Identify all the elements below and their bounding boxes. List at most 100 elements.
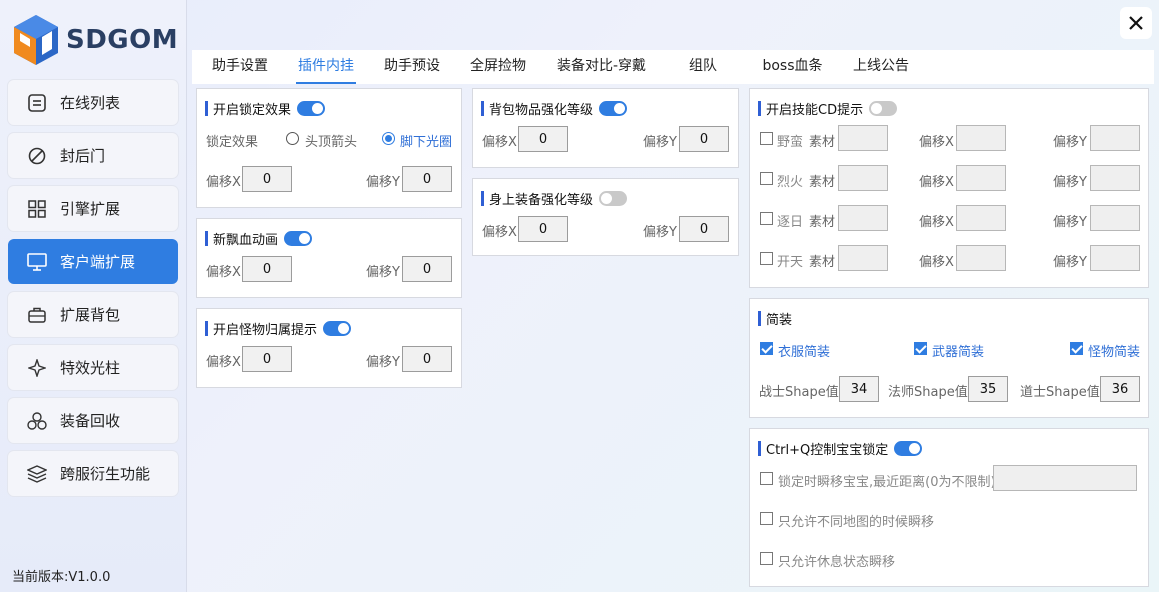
radio-head-arrow[interactable] xyxy=(286,132,299,145)
tab-screen-pickup[interactable]: 全屏捡物 xyxy=(470,58,526,74)
offset-y-input[interactable] xyxy=(1090,245,1140,271)
skill-cd-panel: 开启技能CD提示 野蛮 素材 偏移X 偏移Y 烈火 素材 偏移X 偏移Y 逐日 … xyxy=(749,88,1149,288)
offset-y-input[interactable] xyxy=(1090,125,1140,151)
offset-y-label: 偏移Y xyxy=(366,265,400,280)
offset-y-label: 偏移Y xyxy=(1053,175,1087,190)
offset-y-label: 偏移Y xyxy=(643,135,677,150)
offset-y-label: 偏移Y xyxy=(643,225,677,240)
mage-shape-input[interactable]: 35 xyxy=(968,376,1008,402)
sidebar-item-equip-recycle[interactable]: 装备回收 xyxy=(8,398,178,443)
offset-x-input[interactable]: 0 xyxy=(518,216,568,242)
bag-enhance-panel: 背包物品强化等级 偏移X 0 偏移Y 0 xyxy=(472,88,739,168)
offset-y-input[interactable]: 0 xyxy=(679,126,729,152)
offset-x-input[interactable] xyxy=(956,165,1006,191)
material-label: 素材 xyxy=(809,255,836,270)
tab-login-notice[interactable]: 上线公告 xyxy=(853,58,909,74)
list-icon xyxy=(26,92,48,114)
panel-title: 身上装备强化等级 xyxy=(481,191,628,208)
diff-map-checkbox[interactable] xyxy=(760,512,773,525)
tab-boss-hp[interactable]: boss血条 xyxy=(762,58,823,74)
lock-title: 开启锁定效果 xyxy=(213,103,292,118)
offset-x-input[interactable]: 0 xyxy=(242,166,292,192)
offset-x-label: 偏移X xyxy=(206,355,241,370)
grid-icon xyxy=(26,198,48,220)
sidebar-item-label: 跨服衍生功能 xyxy=(60,465,151,483)
offset-y-label: 偏移Y xyxy=(366,355,400,370)
clothes-simple-checkbox[interactable] xyxy=(760,342,773,355)
offset-x-input[interactable] xyxy=(956,125,1006,151)
panel-title: 开启锁定效果 xyxy=(205,101,326,118)
material-label: 素材 xyxy=(809,215,836,230)
offset-y-input[interactable]: 0 xyxy=(402,256,452,282)
tab-team[interactable]: 组队 xyxy=(689,58,717,74)
bag-title: 背包物品强化等级 xyxy=(489,103,594,118)
offset-y-input[interactable]: 0 xyxy=(679,216,729,242)
panel-title: 简装 xyxy=(758,311,792,328)
weapon-simple-checkbox[interactable] xyxy=(914,342,927,355)
radio-head-arrow-label: 头顶箭头 xyxy=(305,135,358,150)
offset-y-input[interactable]: 0 xyxy=(402,346,452,372)
monster-simple-checkbox[interactable] xyxy=(1070,342,1083,355)
skill-checkbox[interactable] xyxy=(760,172,773,185)
blood-toggle[interactable] xyxy=(284,231,313,246)
offset-x-input[interactable] xyxy=(956,205,1006,231)
tab-plugin-hook[interactable]: 插件内挂 xyxy=(296,50,356,84)
lock-toggle[interactable] xyxy=(297,101,326,116)
offset-x-input[interactable] xyxy=(956,245,1006,271)
offset-x-label: 偏移X xyxy=(482,225,517,240)
close-button[interactable] xyxy=(1120,7,1152,39)
offset-y-input[interactable]: 0 xyxy=(402,166,452,192)
monster-toggle[interactable] xyxy=(323,321,352,336)
offset-x-label: 偏移X xyxy=(919,135,954,150)
tab-assistant-preset[interactable]: 助手预设 xyxy=(384,58,440,74)
tab-equip-compare[interactable]: 装备对比-穿戴 xyxy=(556,58,647,74)
sidebar-item-effect-pillar[interactable]: 特效光柱 xyxy=(8,345,178,390)
offset-y-input[interactable] xyxy=(1090,165,1140,191)
layers-icon xyxy=(26,463,48,485)
sidebar-item-label: 扩展背包 xyxy=(60,306,121,324)
radio-foot-circle[interactable] xyxy=(382,132,395,145)
skill-checkbox[interactable] xyxy=(760,252,773,265)
panel-title: Ctrl+Q控制宝宝锁定 xyxy=(758,441,923,458)
diff-map-label: 只允许不同地图的时候瞬移 xyxy=(778,515,935,530)
ctrlq-toggle[interactable] xyxy=(894,441,923,456)
briefcase-icon xyxy=(26,304,48,326)
skillcd-toggle[interactable] xyxy=(869,101,898,116)
panel-title: 开启怪物归属提示 xyxy=(205,321,352,338)
logo-icon xyxy=(14,15,58,65)
material-input[interactable] xyxy=(838,205,888,231)
tab-assistant-settings[interactable]: 助手设置 xyxy=(212,58,268,74)
rest-state-checkbox[interactable] xyxy=(760,552,773,565)
offset-x-input[interactable]: 0 xyxy=(242,256,292,282)
skill-name: 逐日 xyxy=(777,215,804,230)
rest-state-label: 只允许休息状态瞬移 xyxy=(778,555,896,570)
sidebar-item-cross-server[interactable]: 跨服衍生功能 xyxy=(8,451,178,496)
material-input[interactable] xyxy=(838,165,888,191)
ban-icon xyxy=(26,145,48,167)
sidebar-item-engine-extension[interactable]: 引擎扩展 xyxy=(8,186,178,231)
brand-logo: SDGOM xyxy=(12,12,178,68)
sidebar-item-client-extension[interactable]: 客户端扩展 xyxy=(8,239,178,284)
warrior-shape-input[interactable]: 34 xyxy=(839,376,879,402)
material-input[interactable] xyxy=(838,245,888,271)
sidebar-item-online-list[interactable]: 在线列表 xyxy=(8,80,178,125)
material-input[interactable] xyxy=(838,125,888,151)
teleport-pet-checkbox[interactable] xyxy=(760,472,773,485)
offset-x-input[interactable]: 0 xyxy=(518,126,568,152)
taoist-shape-input[interactable]: 36 xyxy=(1100,376,1140,402)
teleport-distance-input[interactable] xyxy=(993,465,1137,491)
bag-toggle[interactable] xyxy=(599,101,628,116)
sidebar-item-block-backdoor[interactable]: 封后门 xyxy=(8,133,178,178)
skill-name: 野蛮 xyxy=(777,135,804,150)
recycle-icon xyxy=(26,410,48,432)
panel-title: 开启技能CD提示 xyxy=(758,101,898,118)
offset-y-input[interactable] xyxy=(1090,205,1140,231)
offset-x-input[interactable]: 0 xyxy=(242,346,292,372)
skill-checkbox[interactable] xyxy=(760,212,773,225)
skill-checkbox[interactable] xyxy=(760,132,773,145)
skill-name: 烈火 xyxy=(777,175,804,190)
simple-outfit-panel: 简装 衣服简装 武器简装 怪物简装 战士Shape值 34 法师Shape值 3… xyxy=(749,298,1149,418)
sidebar-item-extended-bag[interactable]: 扩展背包 xyxy=(8,292,178,337)
equip-toggle[interactable] xyxy=(599,191,628,206)
offset-y-label: 偏移Y xyxy=(1053,135,1087,150)
